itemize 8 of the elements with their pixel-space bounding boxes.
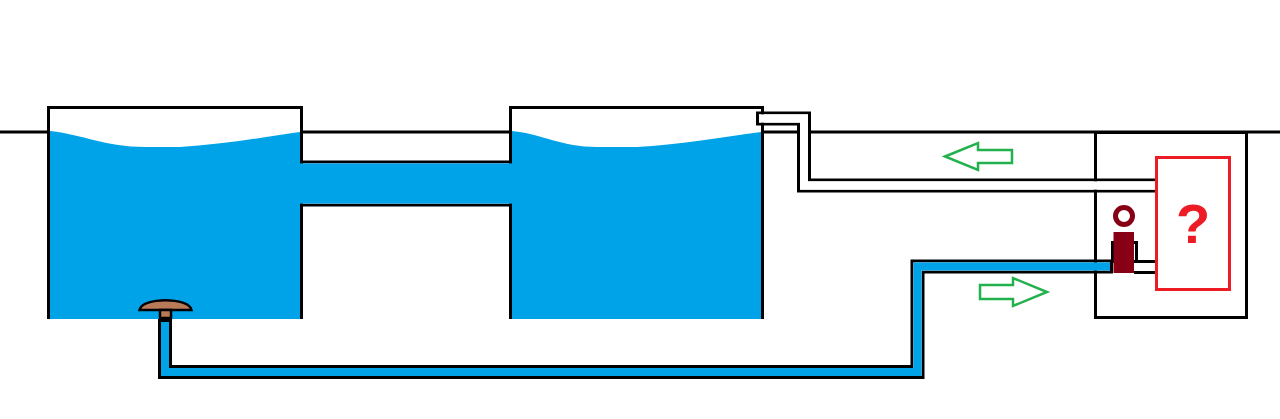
pump [1110,203,1139,273]
channel [300,160,512,207]
question-box [1155,156,1231,291]
pipe [1134,260,1158,274]
pipe [158,259,1113,379]
pump-pit [1094,131,1248,319]
pipe [756,111,1158,193]
question-mark: ? [1175,195,1211,252]
